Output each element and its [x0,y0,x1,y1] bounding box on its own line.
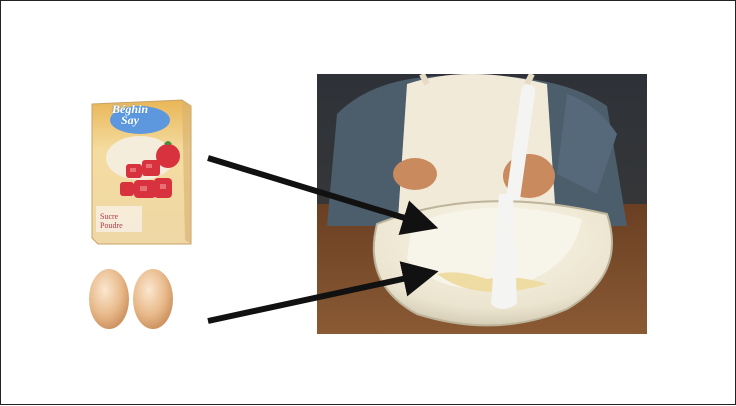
eggs-drawing [89,269,173,329]
sugar-box-label: Sucre Poudre [100,212,123,230]
sugar-box-logo: Béghin Say [112,102,149,127]
mixing-bowl-drawing [317,72,647,334]
sugar-brand-line2: Say [121,113,139,127]
sugar-box-image: Béghin Say Sucre Poudre [90,98,193,246]
egg-left [89,269,129,329]
egg-right [133,269,173,329]
sugar-label-line2: Poudre [100,221,123,230]
eggs-image [87,263,177,333]
mixing-bowl-photo [317,72,647,334]
sugar-label-line1: Sucre [100,212,119,221]
sugar-brand-line1: Béghin [112,102,149,116]
sugar-box-drawing [91,99,192,245]
